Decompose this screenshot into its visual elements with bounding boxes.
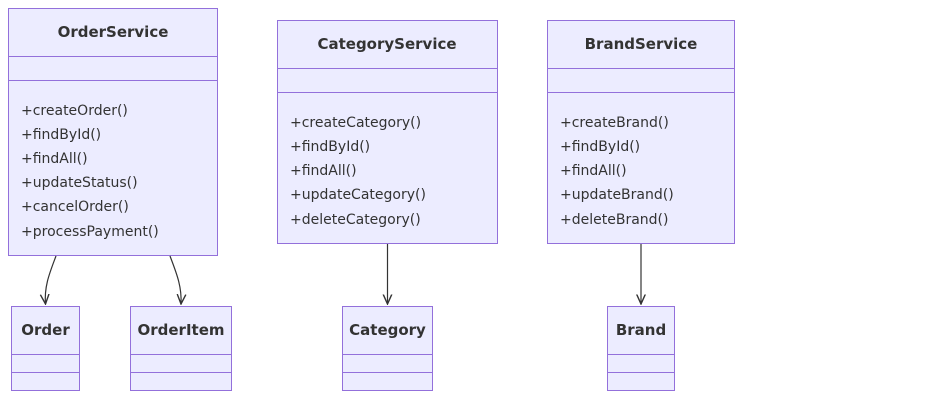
method: +createBrand() <box>560 115 669 131</box>
method: +findById() <box>21 127 101 143</box>
class-name: Brand <box>616 321 666 339</box>
class-order[interactable]: Order <box>11 306 80 391</box>
edge-orderservice-orderitem <box>169 255 181 304</box>
method: +updateBrand() <box>560 187 674 203</box>
method: +createCategory() <box>290 115 421 131</box>
method: +findById() <box>560 139 640 155</box>
method: +deleteBrand() <box>560 212 668 228</box>
method: +findAll() <box>560 163 627 179</box>
class-name: OrderService <box>58 23 169 41</box>
class-name: CategoryService <box>317 35 456 53</box>
method: +deleteCategory() <box>290 212 421 228</box>
class-name: Order <box>21 321 70 339</box>
class-name: Category <box>349 321 426 339</box>
class-name: OrderItem <box>137 321 224 339</box>
method: +updateStatus() <box>21 175 138 191</box>
class-brand-service[interactable]: BrandService +createBrand() +findById() … <box>547 20 735 244</box>
method: +processPayment() <box>21 224 159 240</box>
class-order-item[interactable]: OrderItem <box>130 306 232 391</box>
method: +cancelOrder() <box>21 199 129 215</box>
method: +findAll() <box>21 151 88 167</box>
class-name: BrandService <box>585 35 698 53</box>
method: +findAll() <box>290 163 357 179</box>
class-brand[interactable]: Brand <box>607 306 675 391</box>
edge-orderservice-order <box>45 255 57 304</box>
class-category[interactable]: Category <box>342 306 433 391</box>
class-order-service[interactable]: OrderService +createOrder() +findById() … <box>8 8 218 256</box>
method: +createOrder() <box>21 103 128 119</box>
method: +updateCategory() <box>290 187 426 203</box>
method: +findById() <box>290 139 370 155</box>
class-category-service[interactable]: CategoryService +createCategory() +findB… <box>277 20 498 244</box>
